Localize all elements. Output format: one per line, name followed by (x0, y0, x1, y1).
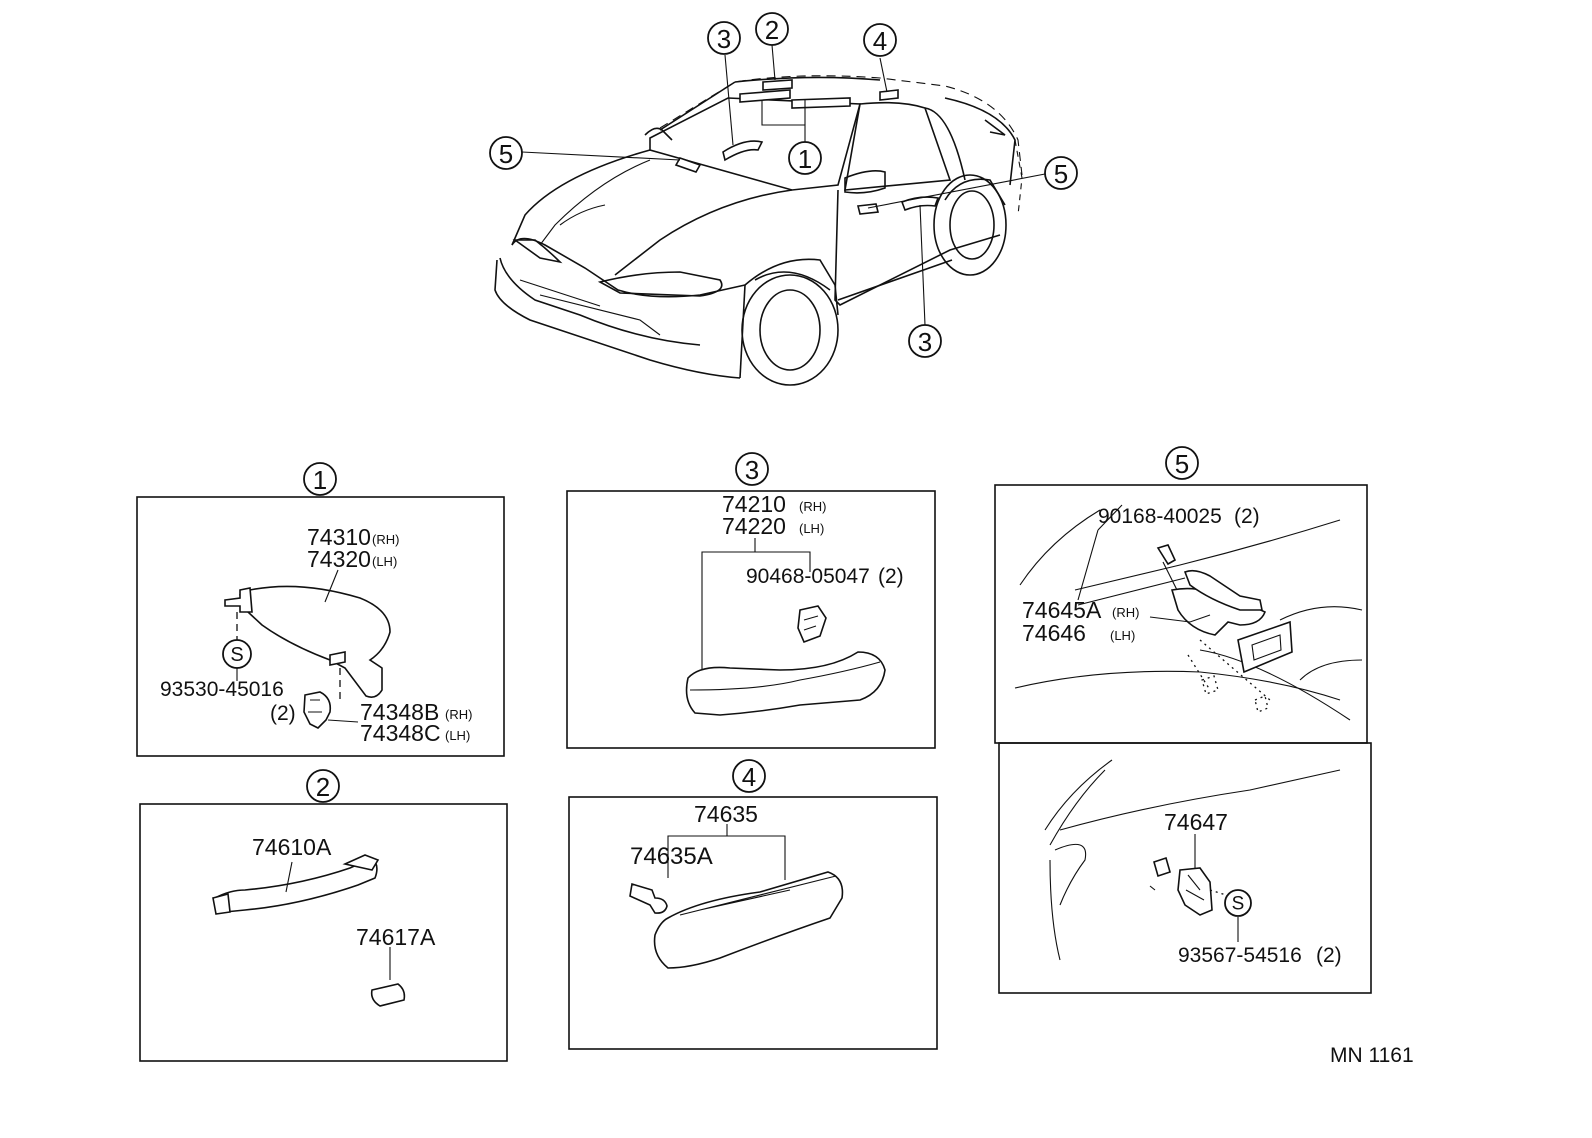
callout-2-top: 2 (755, 12, 789, 46)
svg-text:(LH): (LH) (372, 554, 397, 569)
overview-leaders (521, 44, 1046, 326)
callout-1-top: 1 (788, 141, 822, 175)
visor-rh-number: 74310 (307, 524, 371, 550)
svg-text:3: 3 (745, 455, 759, 485)
svg-text:5: 5 (499, 139, 513, 169)
holder-rh-number: 74348B (360, 699, 439, 725)
hook-clip-part (1177, 867, 1213, 916)
svg-text:1: 1 (313, 465, 327, 495)
panel-1-sun-visor: 1 S 74310 (RH) 74320 (LH) 93530-45016 (2… (136, 462, 505, 757)
hook-lh-number: 74646 (1022, 620, 1086, 646)
lamp-screw-number: 74635A (630, 843, 713, 870)
lamp-screw-part (629, 882, 668, 914)
svg-text:(RH): (RH) (372, 532, 399, 547)
svg-text:(2): (2) (878, 565, 904, 588)
visor-lh-number: 74320 (307, 546, 371, 572)
svg-text:(2): (2) (270, 702, 296, 725)
svg-text:2: 2 (316, 772, 330, 802)
svg-text:(2): (2) (1234, 505, 1260, 528)
car-illustration (494, 75, 1023, 386)
svg-text:5: 5 (1175, 449, 1189, 479)
grip-plug-part (370, 983, 406, 1007)
callout-3-bottom: 3 (908, 324, 942, 358)
svg-text:4: 4 (742, 762, 756, 792)
room-lamp-part (653, 871, 844, 969)
svg-text:(LH): (LH) (445, 728, 470, 743)
inner-grip-lh-number: 74220 (722, 513, 786, 539)
svg-text:(RH): (RH) (799, 499, 826, 514)
panel-4-room-lamp: 4 74635 74635A (568, 759, 938, 1050)
hook-rh-number: 74645A (1022, 597, 1102, 623)
clip-number: 90468-05047 (746, 565, 870, 588)
panel-3-inner-grip: 3 74210 (RH) 74220 (LH) 90468-05047 (2) (566, 452, 936, 749)
svg-text:5: 5 (1054, 159, 1068, 189)
clip-part (797, 605, 827, 644)
callout-3-top: 3 (707, 21, 741, 55)
panel-5-coat-hook: 5 S (994, 446, 1372, 994)
svg-text:3: 3 (918, 327, 932, 357)
svg-text:(LH): (LH) (1110, 628, 1135, 643)
callout-4-top: 4 (863, 23, 897, 57)
svg-text:1: 1 (798, 144, 812, 174)
diagram-code: MN 1161 (1330, 1044, 1414, 1067)
plug-number: 74617A (356, 924, 436, 950)
visor-holder-part (303, 691, 332, 729)
svg-text:S: S (230, 644, 243, 666)
hook-screw-number: 90168-40025 (1098, 505, 1222, 528)
grip-number: 74610A (252, 834, 332, 860)
svg-text:4: 4 (873, 26, 887, 56)
lamp-number: 74635 (694, 801, 758, 827)
hook-screw-part (1156, 544, 1177, 566)
svg-text:(LH): (LH) (799, 521, 824, 536)
callout-5-right: 5 (1044, 156, 1078, 190)
svg-text:2: 2 (765, 15, 779, 45)
panel-2-assist-grip: 2 74610A 74617A (139, 769, 508, 1062)
hook-clip-number: 74647 (1164, 809, 1228, 835)
hook-clip-screw-number: 93567-54516 (1178, 944, 1302, 967)
visor-screw-number: 93530-45016 (160, 678, 284, 701)
svg-text:(RH): (RH) (445, 707, 472, 722)
callout-5-left: 5 (489, 136, 523, 170)
svg-text:(RH): (RH) (1112, 605, 1139, 620)
svg-text:3: 3 (717, 24, 731, 54)
inner-grip-rh-number: 74210 (722, 491, 786, 517)
svg-text:S: S (1232, 894, 1245, 915)
holder-lh-number: 74348C (360, 720, 441, 746)
svg-text:(2): (2) (1316, 944, 1342, 967)
